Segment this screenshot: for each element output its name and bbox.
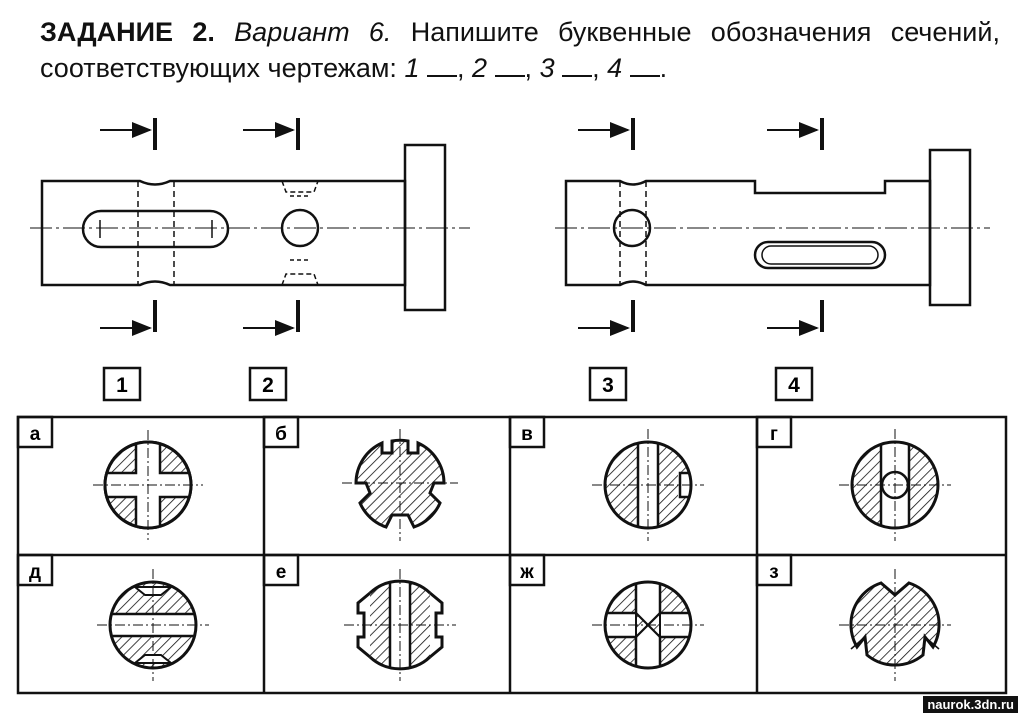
answer-blank-3	[562, 57, 593, 77]
section-b	[342, 429, 458, 541]
section-zh	[592, 580, 704, 670]
left-shaft-drawing	[30, 118, 470, 336]
drawing-label-3: 3	[588, 366, 628, 402]
placeholder-2: 2	[472, 53, 488, 83]
svg-text:2: 2	[262, 374, 274, 397]
section-label-z: з	[769, 562, 778, 583]
task-statement: ЗАДАНИЕ 2. Вариант 6. Напишите буквенные…	[40, 17, 1000, 83]
drawing-label-4: 4	[774, 366, 814, 402]
right-shaft-drawing	[555, 118, 990, 336]
section-v	[592, 429, 704, 541]
drawing-label-1: 1	[102, 366, 142, 402]
task-variant: Вариант 6.	[234, 17, 392, 47]
section-label-v: в	[521, 424, 533, 445]
section-label-zh: ж	[519, 562, 534, 583]
watermark: naurok.3dn.ru	[923, 696, 1018, 713]
svg-text:1: 1	[116, 374, 128, 397]
svg-text:3: 3	[602, 374, 614, 397]
section-g	[839, 429, 951, 541]
section-z	[839, 569, 951, 681]
placeholder-3: 3	[539, 53, 555, 83]
placeholder-1: 1	[404, 53, 420, 83]
answer-blank-1	[426, 57, 457, 77]
answer-blank-2	[494, 57, 525, 77]
section-d	[97, 569, 209, 681]
section-label-d: д	[29, 562, 41, 583]
svg-text:4: 4	[788, 374, 800, 397]
answer-blank-4	[629, 57, 660, 77]
drawing-label-2: 2	[248, 366, 288, 402]
section-label-a: а	[30, 424, 41, 445]
placeholder-4: 4	[607, 53, 623, 83]
task-heading: ЗАДАНИЕ 2.	[40, 17, 215, 47]
task-instruction: Напишите буквенные обозначения сечений, …	[40, 17, 1000, 83]
section-a	[93, 430, 203, 540]
section-label-b: б	[275, 424, 287, 445]
section-label-g: г	[770, 424, 778, 445]
section-e	[344, 569, 456, 681]
section-label-e: е	[276, 562, 287, 583]
